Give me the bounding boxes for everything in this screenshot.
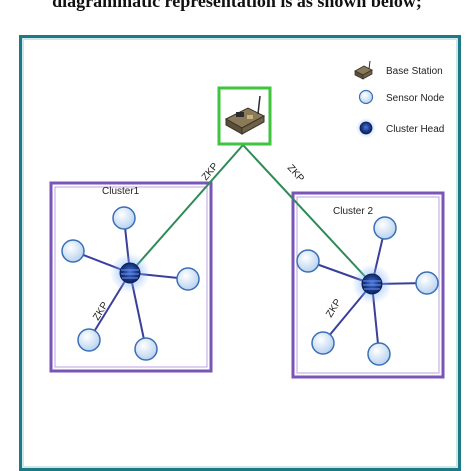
sensor-node-icon — [176, 267, 200, 291]
legend-base-station-label: Base Station — [386, 66, 443, 77]
legend-base-station-icon — [354, 60, 373, 80]
sensor-node-icon — [134, 337, 158, 361]
legend-cluster-head-label: Cluster Head — [386, 124, 444, 135]
cluster-2-box — [291, 191, 445, 379]
base-station — [217, 86, 272, 146]
cluster-1-label: Cluster1 — [102, 186, 140, 197]
sensor-node-icon — [373, 216, 397, 240]
cluster-1-link-label: ZKP — [91, 300, 111, 323]
cluster-head-1 — [110, 253, 150, 293]
sensor-node-icon — [61, 239, 85, 263]
cluster-2-label: Cluster 2 — [333, 206, 373, 217]
legend-sensor-node-label: Sensor Node — [386, 93, 445, 104]
cluster-2-link-label: ZKP — [324, 297, 344, 320]
uplink-right — [242, 144, 373, 285]
cluster-1-box — [49, 181, 213, 373]
sensor-node-icon — [112, 206, 136, 230]
legend: Base Station Sensor Node Cluster Head — [354, 60, 445, 138]
sensor-node-icon — [311, 331, 335, 355]
cluster-head-2 — [352, 264, 392, 304]
uplink-right-label: ZKP — [285, 163, 306, 185]
uplink-left — [129, 144, 244, 274]
legend-sensor-node-icon — [358, 89, 374, 105]
sensor-node-icon — [296, 249, 320, 273]
base-station-icon — [224, 95, 266, 135]
uplink-left-label: ZKP — [200, 161, 221, 183]
cluster-1-sensor-nodes — [61, 206, 200, 361]
header-text: diagrammatic representation is as shown … — [52, 0, 422, 11]
legend-cluster-head-icon — [356, 118, 376, 138]
sensor-node-icon — [77, 328, 101, 352]
sensor-node-icon — [367, 342, 391, 366]
cluster-2-sensor-nodes — [296, 216, 439, 366]
sensor-node-icon — [415, 271, 439, 295]
